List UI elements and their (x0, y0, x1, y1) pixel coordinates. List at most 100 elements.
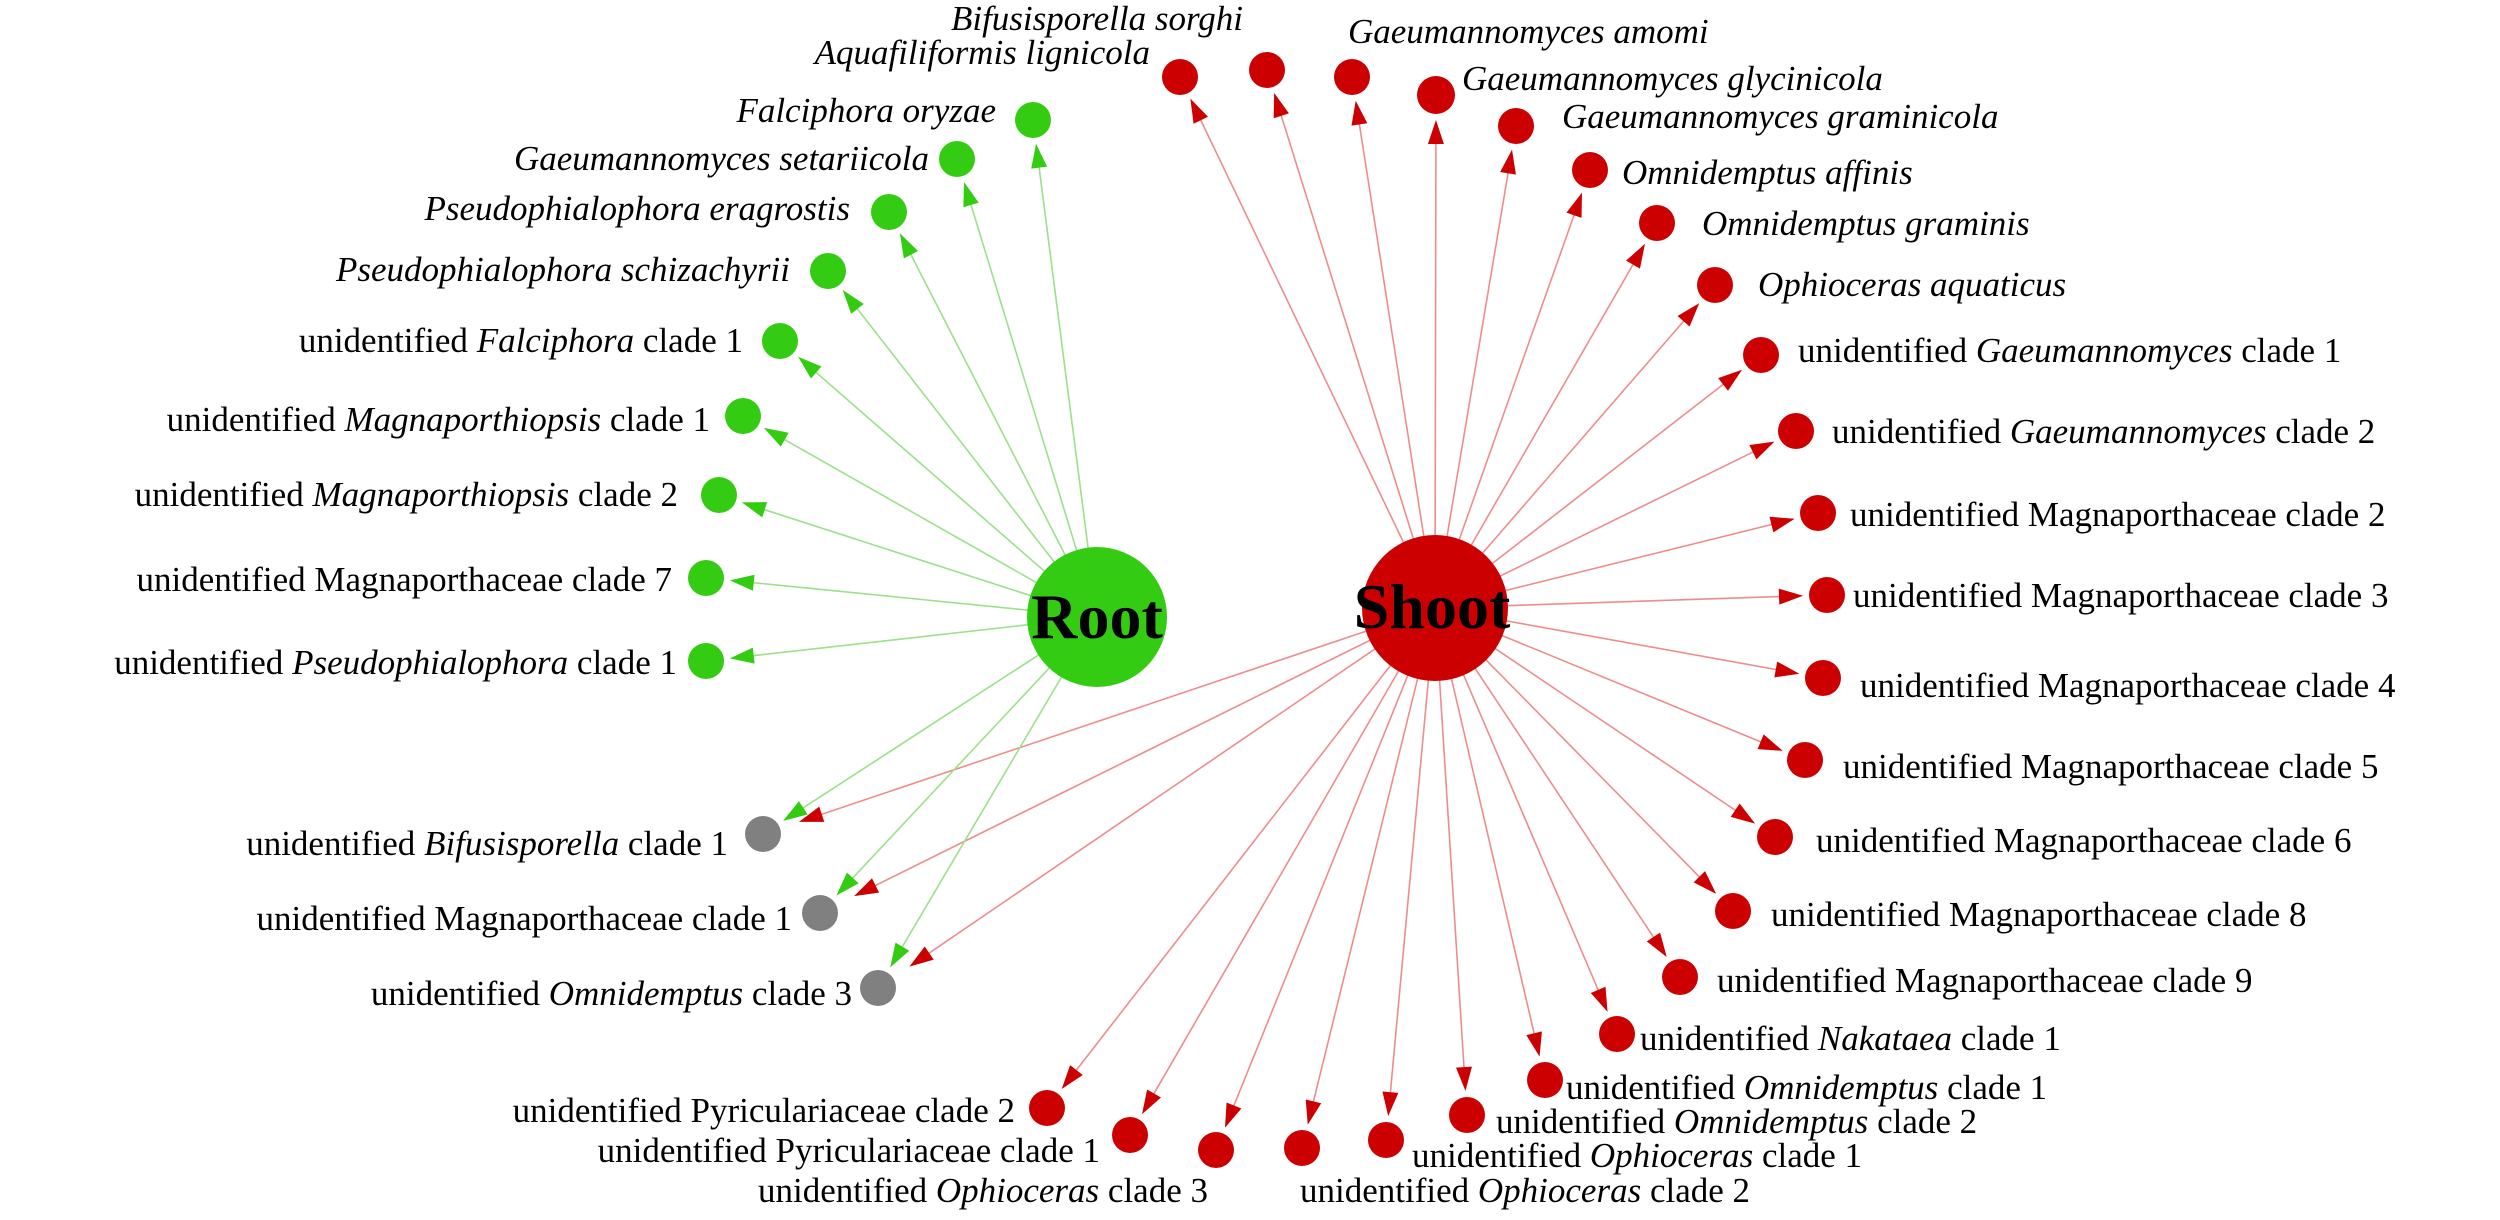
node-omnidemptus-graminis (1639, 205, 1675, 241)
arrowhead-shoot-to-unid-magnaporthaceae-8 (1693, 871, 1717, 894)
node-label-unid-nakataea-1: unidentified Nakataea clade 1 (1640, 1019, 2061, 1058)
node-label-ophioceras-aquaticus: Ophioceras aquaticus (1758, 265, 2066, 304)
arrowhead-shoot-to-ophioceras-aquaticus (1677, 303, 1700, 327)
label-part: Ophioceras aquaticus (1758, 265, 2066, 304)
arrowhead-shoot-to-unid-magnaporthaceae-4 (1774, 661, 1800, 678)
node-unid-ophioceras-1 (1368, 1122, 1404, 1158)
node-label-omnidemptus-affinis: Omnidemptus affinis (1622, 153, 1913, 192)
label-part: Ophioceras (1590, 1136, 1753, 1175)
node-label-omnidemptus-graminis: Omnidemptus graminis (1702, 204, 2030, 243)
label-part: Omnidemptus (1744, 1068, 1938, 1107)
label-part: Gaeumannomyces amomi (1348, 12, 1709, 51)
node-unid-gaeumannomyces-1 (1743, 337, 1779, 373)
node-gaeumannomyces-graminicola (1498, 108, 1534, 144)
label-part: Bifusisporella sorghi (951, 0, 1243, 38)
label-part: clade 3 (743, 974, 852, 1013)
node-pseudophialophora-eragrostis (871, 194, 907, 230)
node-unid-magnaporthaceae-9 (1662, 959, 1698, 995)
node-ophioceras-aquaticus (1697, 267, 1733, 303)
edge-shoot-to-unid-magnaporthaceae-1 (862, 607, 1436, 893)
node-unid-omnidemptus-1 (1527, 1062, 1563, 1098)
node-label-unid-ophioceras-3: unidentified Ophioceras clade 3 (758, 1171, 1208, 1210)
node-label-unid-pyriculariaceae-1: unidentified Pyriculariaceae clade 1 (598, 1131, 1100, 1170)
label-part: unidentified (371, 974, 549, 1013)
edge-shoot-to-unid-ophioceras-1 (1388, 607, 1436, 1107)
node-label-gaeumannomyces-glycinicola: Gaeumannomyces glycinicola (1462, 59, 1883, 98)
arrowhead-root-to-falciphora-oryzae (1031, 143, 1048, 169)
label-part: clade 1 (1952, 1019, 2061, 1058)
label-part: unidentified (758, 1171, 936, 1210)
arrowhead-root-to-pseudophialophora-schizachyrii (842, 289, 864, 314)
label-part: Gaeumannomyces glycinicola (1462, 59, 1883, 98)
arrowhead-root-to-unid-magnaporthiopsis-2 (741, 502, 768, 518)
label-part: Gaeumannomyces (1976, 331, 2233, 370)
node-unid-magnaporthaceae-2 (1800, 495, 1836, 531)
node-unid-magnaporthaceae-8 (1715, 893, 1751, 929)
edge-shoot-to-unid-omnidemptus-3 (917, 607, 1436, 962)
label-part: Bifusisporella (424, 824, 619, 863)
arrowhead-shoot-to-unid-omnidemptus-1 (1526, 1031, 1542, 1057)
node-label-unid-pyriculariaceae-2: unidentified Pyriculariaceae clade 2 (513, 1091, 1015, 1130)
arrowhead-shoot-to-gaeumannomyces-amomi (1351, 100, 1368, 126)
arrowhead-shoot-to-unid-pyriculariaceae-1 (1142, 1089, 1161, 1115)
hub-shoot (1362, 535, 1508, 681)
label-part: Magnaporthiopsis (343, 400, 601, 439)
edge-shoot-to-aquafiliformis-lignicola (1276, 102, 1436, 609)
arrowhead-shoot-to-unid-magnaporthaceae-2 (1769, 516, 1795, 533)
node-label-pseudophialophora-schizachyrii: Pseudophialophora schizachyrii (335, 250, 790, 289)
arrowhead-shoot-to-unid-ophioceras-1 (1382, 1091, 1399, 1117)
node-label-unid-magnaporthaceae-4: unidentified Magnaporthaceae clade 4 (1860, 666, 2395, 705)
edge-shoot-to-unid-pyriculariaceae-1 (1146, 607, 1436, 1106)
arrowhead-root-to-pseudophialophora-eragrostis (899, 233, 919, 259)
node-label-gaeumannomyces-graminicola: Gaeumannomyces graminicola (1562, 97, 1998, 136)
hub-label-shoot: Shoot (1354, 571, 1511, 642)
label-part: unidentified (1412, 1136, 1590, 1175)
arrowhead-root-to-gaeumannomyces-setariicola (963, 181, 979, 208)
edge-shoot-to-unid-ophioceras-2 (1309, 607, 1436, 1116)
node-unid-magnaporthaceae-1 (802, 895, 838, 931)
label-part: unidentified Pyriculariaceae clade 1 (598, 1131, 1100, 1170)
label-part: unidentified (299, 321, 477, 360)
arrowhead-shoot-to-unid-nakataea-1 (1590, 986, 1608, 1012)
arrowhead-shoot-to-unid-magnaporthaceae-6 (1730, 803, 1756, 824)
node-label-falciphora-oryzae: Falciphora oryzae (735, 91, 996, 130)
label-part: unidentified (246, 824, 424, 863)
node-pseudophialophora-schizachyrii (810, 253, 846, 289)
node-unid-bifusisporella-1 (745, 816, 781, 852)
label-part: unidentified Magnaporthaceae clade 7 (137, 560, 672, 599)
label-part: unidentified (167, 400, 345, 439)
arrowhead-shoot-to-omnidemptus-graminis (1626, 243, 1646, 269)
edge-shoot-to-unid-pyriculariaceae-2 (1067, 607, 1436, 1082)
arrowhead-shoot-to-omnidemptus-affinis (1566, 192, 1582, 218)
edge-shoot-to-gaeumannomyces-graminicola (1434, 159, 1512, 609)
label-part: unidentified Pyriculariaceae clade 2 (513, 1091, 1015, 1130)
node-label-unid-ophioceras-1: unidentified Ophioceras clade 1 (1412, 1136, 1862, 1175)
node-unid-magnaporthaceae-6 (1757, 819, 1793, 855)
node-label-unid-magnaporthaceae-6: unidentified Magnaporthaceae clade 6 (1816, 821, 2351, 860)
label-part: Magnaporthiopsis (311, 475, 569, 514)
node-unid-omnidemptus-3 (860, 970, 896, 1006)
node-unid-pyriculariaceae-1 (1112, 1117, 1148, 1153)
hub-label-root: Root (1031, 581, 1163, 652)
node-gaeumannomyces-amomi (1334, 59, 1370, 95)
node-unid-ophioceras-2 (1284, 1130, 1320, 1166)
label-part: Ophioceras (1478, 1171, 1641, 1210)
node-unid-magnaporthaceae-5 (1787, 742, 1823, 778)
edge-root-to-pseudophialophora-eragrostis (903, 241, 1098, 618)
arrowhead-shoot-to-unid-ophioceras-2 (1305, 1099, 1322, 1125)
label-part: Falciphora oryzae (735, 91, 996, 130)
label-part: clade 1 (634, 321, 743, 360)
arrowhead-root-to-unid-magnaporthaceae-7 (729, 574, 755, 591)
arrowhead-shoot-to-unid-gaeumannomyces-1 (1718, 369, 1743, 391)
node-label-unid-magnaporthiopsis-1: unidentified Magnaporthiopsis clade 1 (167, 400, 710, 439)
node-gaeumannomyces-setariicola (939, 141, 975, 177)
label-part: Omnidemptus (549, 974, 743, 1013)
label-part: clade 3 (1099, 1171, 1208, 1210)
hub-root (1027, 547, 1167, 687)
label-part: Gaeumannomyces setariicola (514, 139, 929, 178)
node-label-aquafiliformis-lignicola: Aquafiliformis lignicola (813, 33, 1150, 72)
node-label-unid-magnaporthaceae-2: unidentified Magnaporthaceae clade 2 (1850, 495, 2385, 534)
edge-shoot-to-gaeumannomyces-amomi (1356, 110, 1436, 609)
label-part: unidentified (1566, 1068, 1744, 1107)
